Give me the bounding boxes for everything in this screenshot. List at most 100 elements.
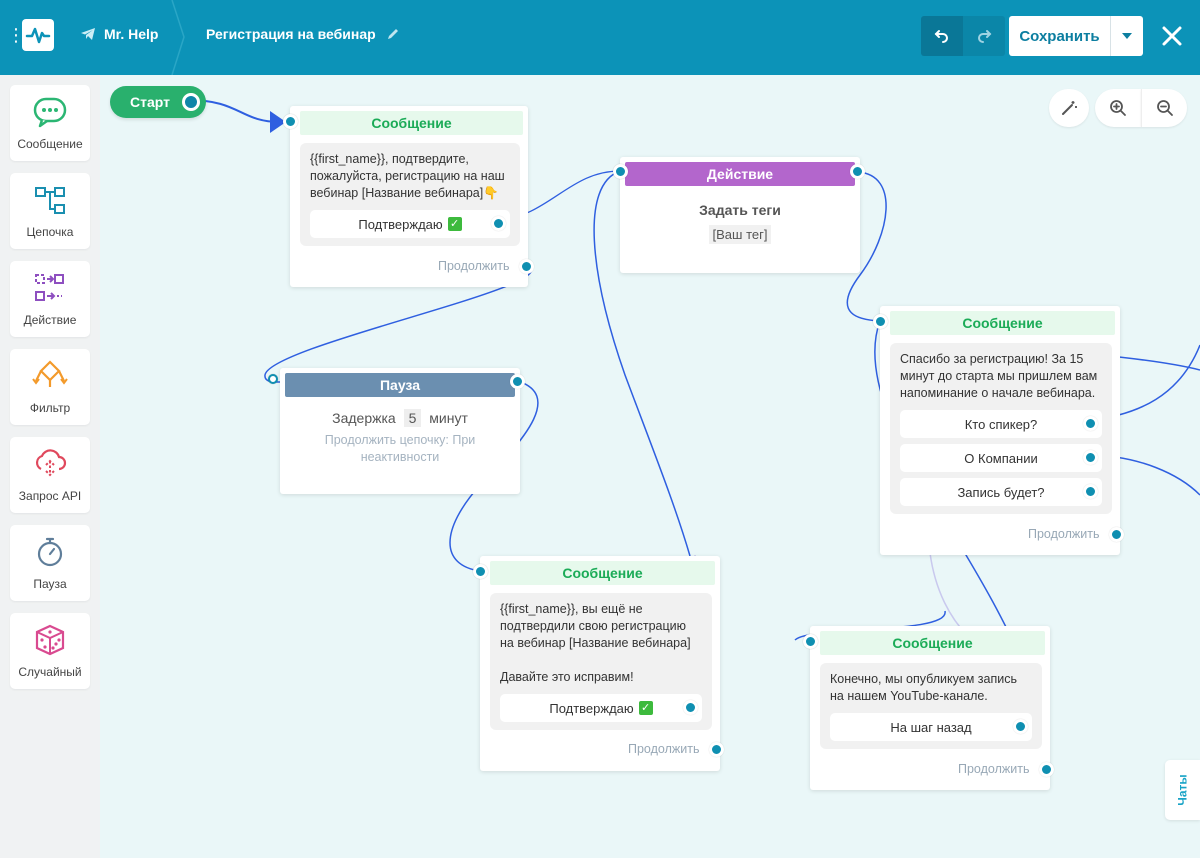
start-node[interactable]: Старт [110,86,206,118]
delay-row: Задержка 5 минут [280,409,520,427]
continue-output-handle[interactable] [1039,762,1054,777]
palette-label: Запрос API [18,489,82,503]
continue-label: Продолжить [958,762,1030,776]
palette-label: Действие [23,313,77,327]
node-header: Сообщение [490,561,715,585]
bot-selector[interactable]: Mr. Help [80,26,158,42]
top-bar: ⋮ Mr. Help Регистрация на вебинар Сохран… [0,0,1200,75]
button-label: Кто спикер? [964,416,1038,432]
palette-label: Случайный [18,665,82,679]
magic-wand-icon [1062,101,1077,115]
message-bubble: {{first_name}}, вы ещё не подтвердили св… [490,593,712,730]
undo-icon [934,30,948,43]
palette-item-filter[interactable]: Фильтр [10,349,90,425]
button-output-handle[interactable] [1083,484,1098,499]
continue-output-handle[interactable] [519,259,534,274]
input-handle[interactable] [473,564,488,579]
save-options-button[interactable] [1111,16,1143,56]
message-node-4[interactable]: Сообщение Конечно, мы опубликуем запись … [803,626,1054,790]
save-button[interactable]: Сохранить [1009,16,1111,56]
telegram-icon [81,28,95,40]
action-node[interactable]: Действие Задать теги [Ваш тег] [613,157,865,273]
magic-wand-button[interactable] [1049,89,1089,127]
button-output-handle[interactable] [1083,450,1098,465]
breadcrumb-separator-icon [171,0,185,75]
delay-prefix: Задержка [332,410,396,426]
flow-title[interactable]: Регистрация на вебинар [206,26,400,42]
input-handle[interactable] [873,314,888,329]
palette-item-pause[interactable]: Пауза [10,525,90,601]
palette-item-random[interactable]: Случайный [10,613,90,689]
zoom-out-button[interactable] [1141,89,1187,127]
quick-reply-button[interactable]: Запись будет? [900,478,1102,506]
flow-canvas[interactable]: Старт Сообщение {{first_name}}, подтверд… [100,75,1200,858]
quick-reply-button[interactable]: Подтверждаю✓ [500,694,702,722]
message-text: {{first_name}}, подтвердите, пожалуйста,… [310,152,505,200]
input-handle[interactable] [613,164,628,179]
output-handle[interactable] [510,374,525,389]
button-label: Подтверждаю [358,216,443,232]
quick-reply-button[interactable]: Кто спикер? [900,410,1102,438]
palette-item-api-request[interactable]: Запрос API [10,437,90,513]
continue-output-handle[interactable] [1109,527,1124,542]
connector-arrowhead [270,111,286,133]
chevron-down-icon [1122,33,1132,39]
checkmark-icon: ✓ [447,217,462,231]
message-node-1[interactable]: Сообщение {{first_name}}, подтвердите, п… [283,106,534,287]
delay-value[interactable]: 5 [403,409,422,427]
button-output-handle[interactable] [491,216,506,231]
chats-label: Чаты [1175,774,1190,806]
edit-pencil-icon[interactable] [386,27,400,41]
input-handle[interactable] [283,114,298,129]
palette-item-message[interactable]: Сообщение [10,85,90,161]
button-output-handle[interactable] [683,700,698,715]
palette-item-action[interactable]: Действие [10,261,90,337]
dice-icon [35,624,65,656]
palette-label: Фильтр [29,401,71,415]
message-bubble: Конечно, мы опубликуем запись на нашем Y… [820,663,1042,749]
checkmark-icon: ✓ [638,701,653,715]
history-controls [921,16,1005,56]
continue-output-handle[interactable] [709,742,724,757]
chat-bubble-icon [33,97,67,128]
chats-tab[interactable]: Чаты [1165,760,1200,820]
zoom-in-button[interactable] [1095,89,1141,127]
input-handle[interactable] [268,374,278,384]
start-output-handle[interactable] [182,93,200,111]
palette-item-chain[interactable]: Цепочка [10,173,90,249]
quick-reply-button[interactable]: Подтверждаю ✓ [310,210,510,238]
button-output-handle[interactable] [1013,719,1028,734]
node-header: Сообщение [890,311,1115,335]
menu-dots-icon[interactable]: ⋮ [7,25,25,45]
message-text: Конечно, мы опубликуем запись на нашем Y… [830,672,1017,703]
start-label: Старт [130,94,170,110]
output-handle[interactable] [850,164,865,179]
stopwatch-icon [37,537,63,567]
message-node-3[interactable]: Сообщение {{first_name}}, вы ещё не подт… [473,556,724,771]
action-title: Задать теги [699,202,781,218]
button-output-handle[interactable] [1083,416,1098,431]
button-label: Запись будет? [957,484,1045,500]
quick-reply-button[interactable]: О Компании [900,444,1102,472]
palette-label: Цепочка [26,225,74,239]
undo-button[interactable] [921,16,963,56]
node-header: Пауза [285,373,515,397]
node-header: Сообщение [300,111,523,135]
app-logo[interactable] [22,19,54,51]
continue-label: Продолжить [628,742,700,756]
message-text: Спасибо за регистрацию! За 15 минут до с… [900,352,1098,400]
redo-button[interactable] [963,16,1005,56]
tag-chip[interactable]: [Ваш тег] [708,225,772,244]
palette-label: Пауза [33,577,67,591]
redo-icon [978,30,992,43]
connector-action-msg3 [593,170,691,557]
close-icon[interactable] [1160,24,1184,48]
node-header: Действие [625,162,855,186]
message-node-2[interactable]: Сообщение Спасибо за регистрацию! За 15 … [873,306,1124,555]
input-handle[interactable] [803,634,818,649]
continue-label: Продолжить [1028,527,1100,541]
quick-reply-button[interactable]: На шаг назад [830,713,1032,741]
button-label: О Компании [964,450,1038,466]
pause-node[interactable]: Пауза Задержка 5 минут Продолжить цепочк… [268,368,525,494]
button-label: На шаг назад [890,719,972,735]
